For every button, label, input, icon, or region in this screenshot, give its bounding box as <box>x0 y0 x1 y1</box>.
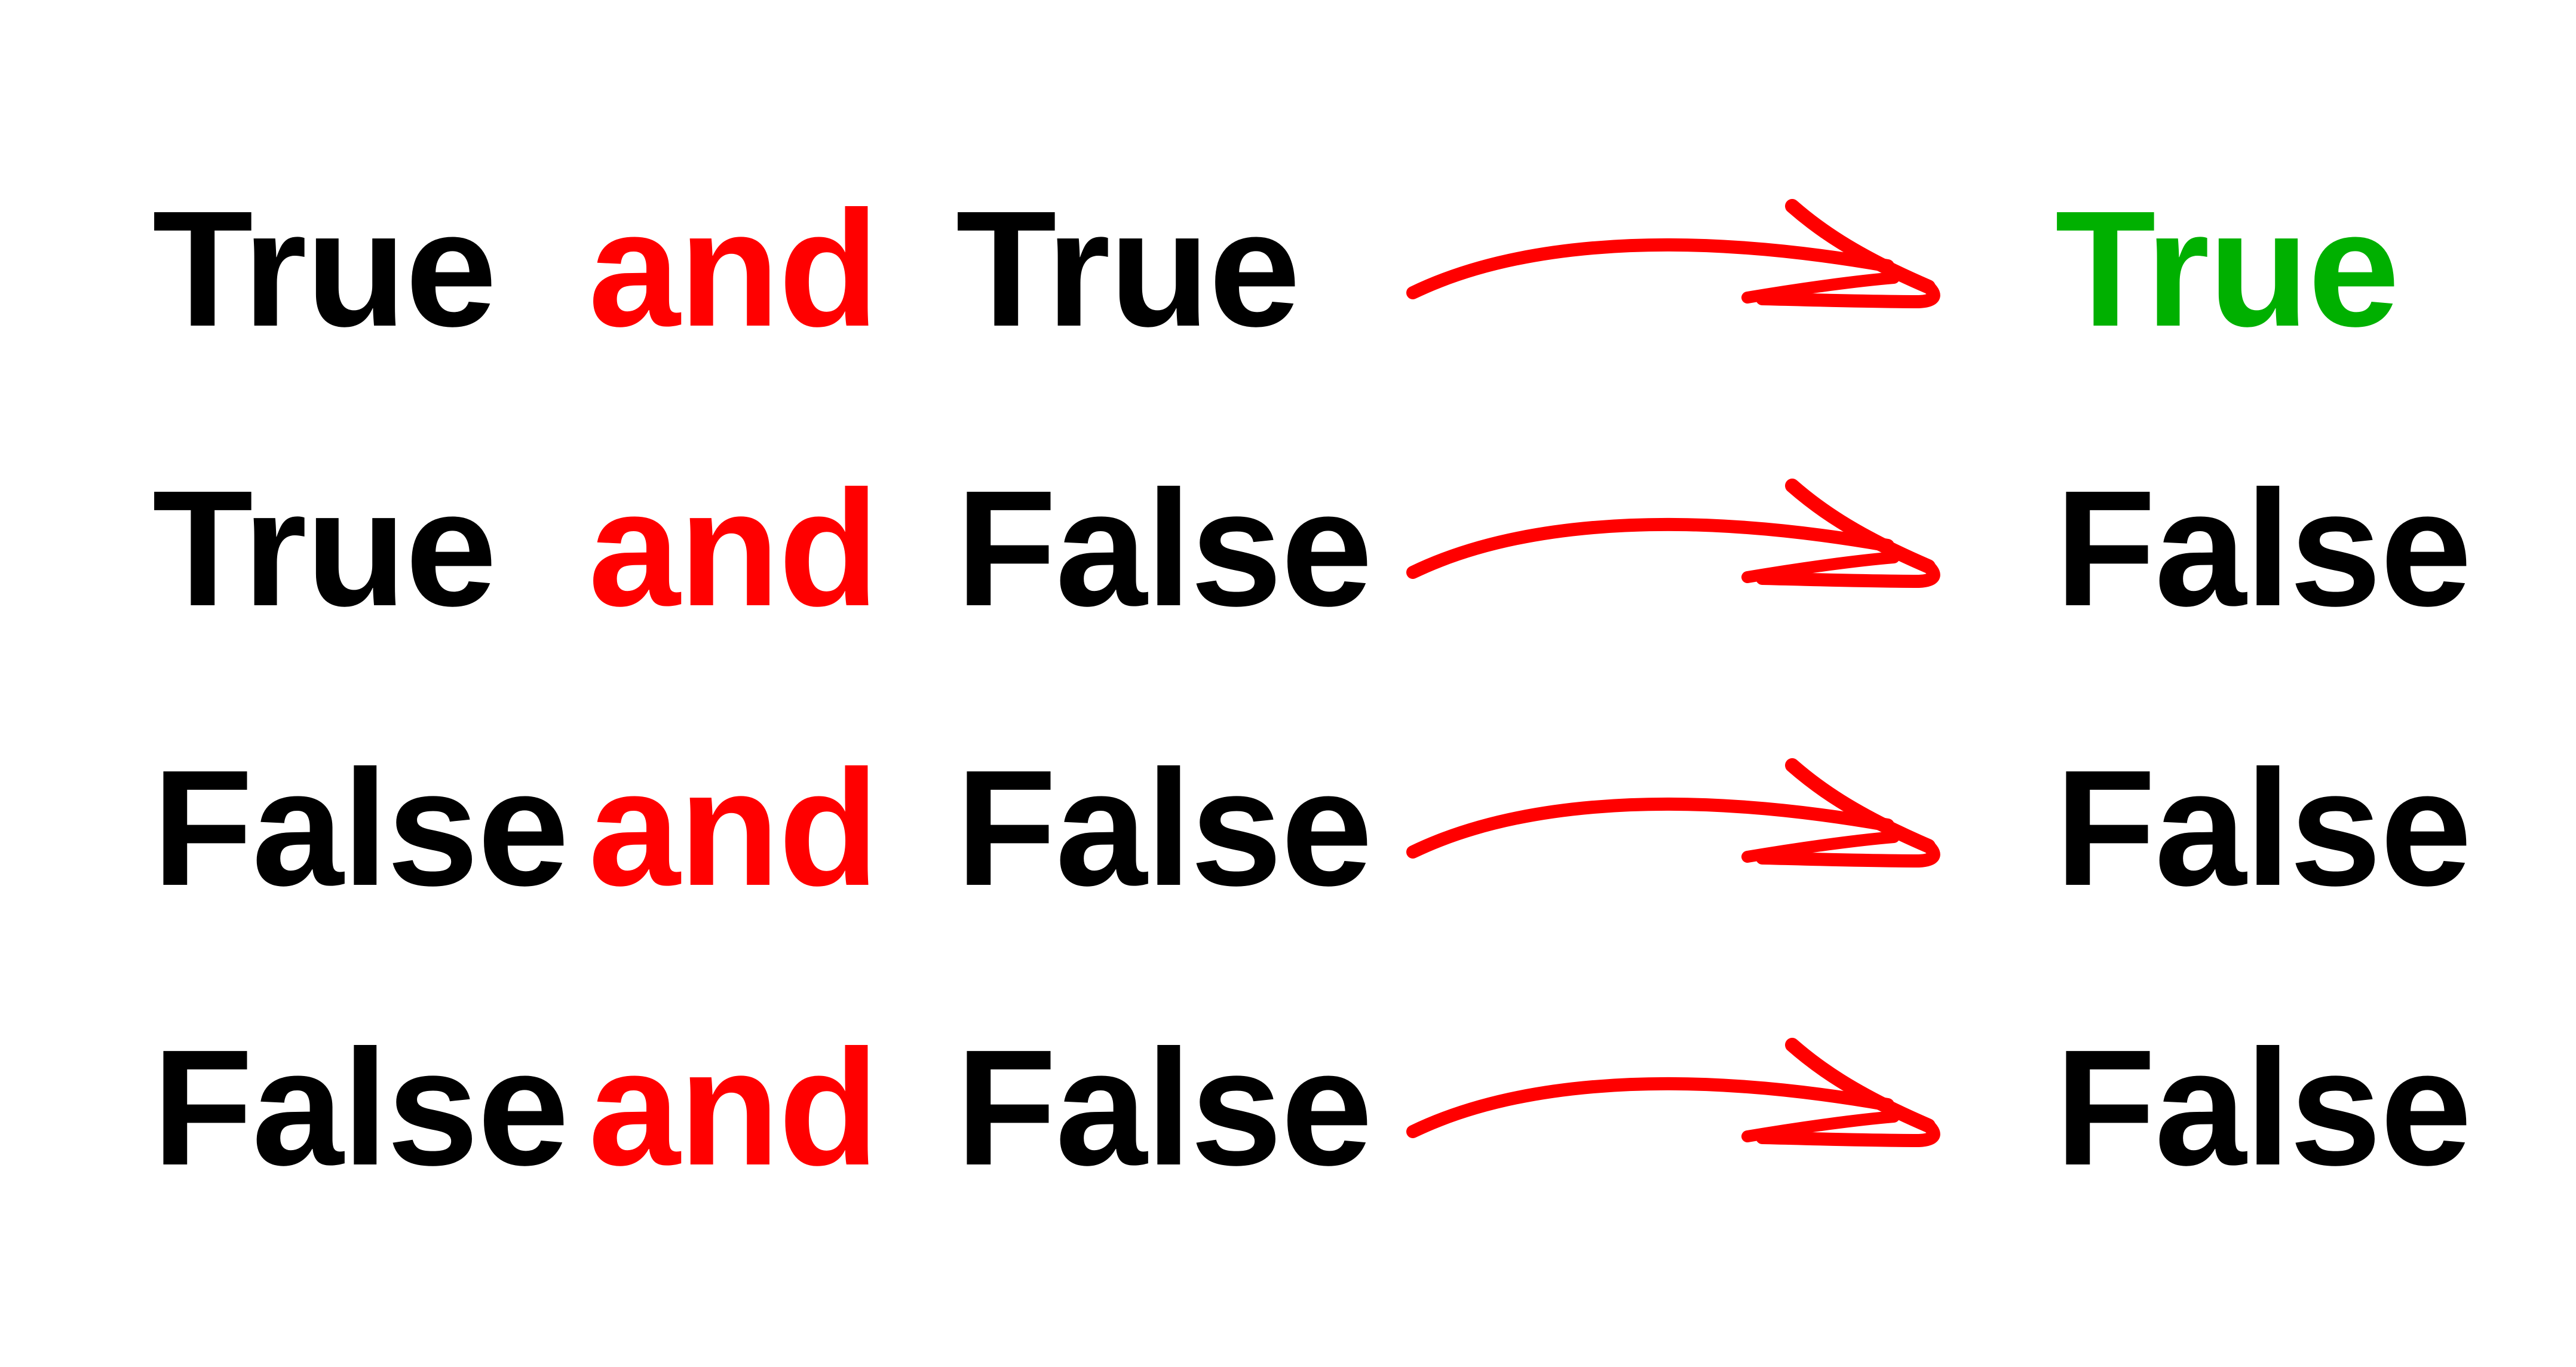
result-value: False <box>2055 456 2472 640</box>
right-operand: False <box>956 736 1373 920</box>
curved-arrow-icon <box>1406 1038 1940 1148</box>
row-3: False and False False <box>0 738 2576 918</box>
and-operator: and <box>588 736 879 920</box>
left-operand: True <box>152 177 497 361</box>
curved-arrow-icon <box>1406 758 1940 868</box>
row-2: True and False False <box>0 459 2576 638</box>
result-value: True <box>2055 177 2400 361</box>
row-1: True and True True <box>0 179 2576 358</box>
and-operator: and <box>588 456 879 640</box>
right-operand: False <box>956 1016 1373 1200</box>
right-operand: False <box>956 456 1373 640</box>
left-operand: True <box>152 456 497 640</box>
curved-arrow-icon <box>1406 199 1940 309</box>
left-operand: False <box>152 736 569 920</box>
left-operand: False <box>152 1016 569 1200</box>
row-4: False and False False <box>0 1018 2576 1197</box>
curved-arrow-icon <box>1406 479 1940 589</box>
and-operator: and <box>588 1016 879 1200</box>
right-operand: True <box>956 177 1301 361</box>
result-value: False <box>2055 1016 2472 1200</box>
result-value: False <box>2055 736 2472 920</box>
and-operator: and <box>588 177 879 361</box>
